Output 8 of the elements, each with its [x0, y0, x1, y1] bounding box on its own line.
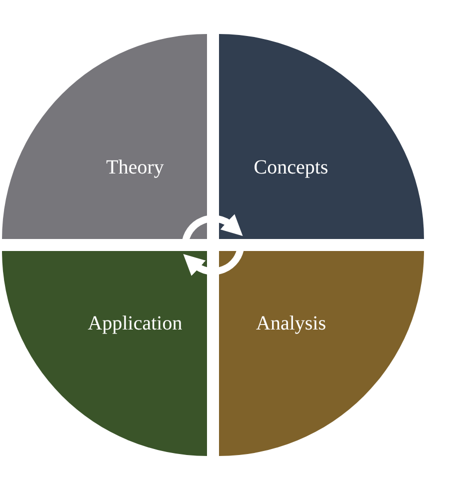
quadrant-segment — [219, 251, 424, 456]
quadrant-segment — [219, 34, 424, 239]
segment-label: Concepts — [254, 156, 328, 180]
segment-label: Application — [88, 312, 182, 336]
segment-label: Theory — [106, 156, 164, 180]
quadrant-segment — [2, 251, 207, 456]
segment-label: Analysis — [256, 312, 326, 336]
quadrant-segment — [2, 34, 207, 239]
